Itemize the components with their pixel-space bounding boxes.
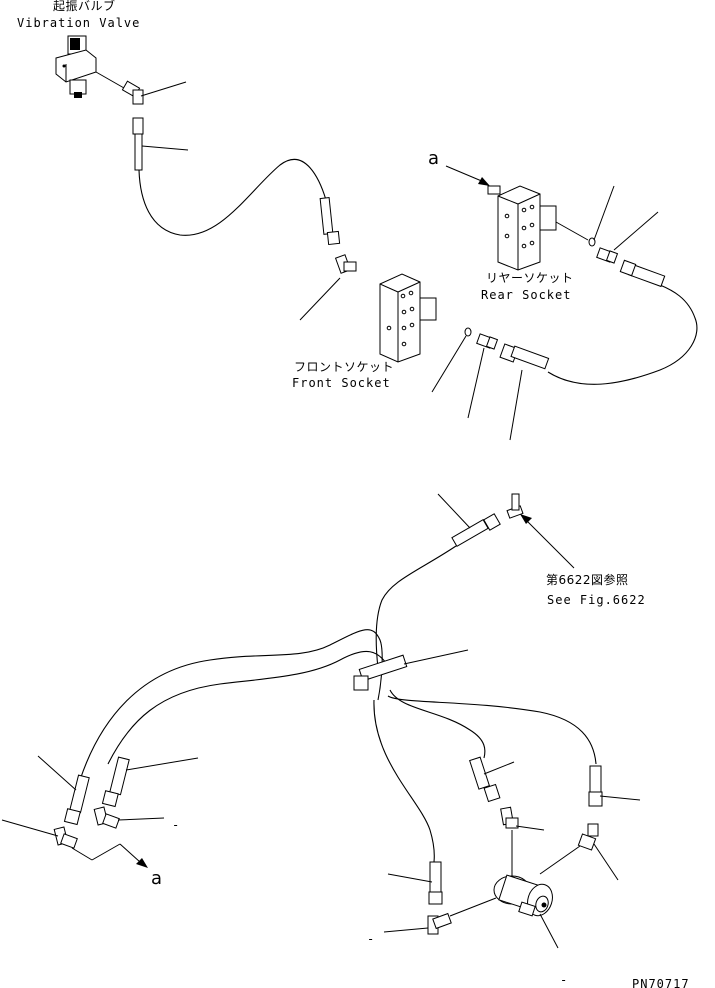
hose-valve-to-front xyxy=(132,117,341,246)
rear-socket-label-en: Rear Socket xyxy=(481,288,572,302)
hose-bundle-left xyxy=(79,629,389,781)
vibration-valve-label-jp: 起振バルブ xyxy=(53,0,116,13)
hose-upper-right xyxy=(375,493,501,669)
rear-socket xyxy=(487,185,589,271)
elbow-motor-top xyxy=(500,806,545,876)
hose-end-middle xyxy=(469,756,515,803)
elbow-front-socket xyxy=(299,254,357,321)
rear-oring-adapter xyxy=(588,185,659,264)
elbow-right xyxy=(539,823,619,881)
hose-end-right xyxy=(588,765,641,807)
hose-clamp xyxy=(353,649,469,691)
elbow-left-2 xyxy=(93,806,165,829)
hose-end-bottom xyxy=(387,861,443,905)
view-a-label-bottom: a xyxy=(151,868,163,889)
elbow-left-1 xyxy=(1,819,78,849)
tee-fitting-fig6622 xyxy=(506,493,575,569)
vibration-valve-label-en: Vibration Valve xyxy=(17,16,141,30)
elbow-bottom xyxy=(383,897,497,935)
hose-front-to-rear xyxy=(499,259,698,441)
see-fig-label-jp: 第6622図参照 xyxy=(546,573,629,587)
view-arrow-a-bottom xyxy=(71,843,148,868)
view-arrow-a-top xyxy=(445,165,490,186)
elbow-fitting-valve xyxy=(95,71,187,105)
front-socket-label-jp: フロントソケット xyxy=(294,360,395,374)
see-fig-label-en: See Fig.6622 xyxy=(547,593,646,607)
dash-label-1: - xyxy=(172,818,181,832)
vibration-motor xyxy=(493,874,559,949)
hose-end-left-1 xyxy=(37,755,90,826)
front-socket-label-en: Front Socket xyxy=(292,376,391,390)
dash-label-2: - xyxy=(367,932,376,946)
hose-clamp-to-motor xyxy=(373,689,597,863)
view-a-label-top: a xyxy=(428,148,440,169)
hose-end-left-2 xyxy=(101,756,199,808)
front-oring-adapter xyxy=(431,327,499,419)
vibration-valve xyxy=(55,35,97,98)
rear-socket-label-jp: リヤーソケット xyxy=(486,271,574,285)
dash-label-3: - xyxy=(560,973,569,987)
front-socket xyxy=(379,273,437,363)
drawing-number: PN70717 xyxy=(632,977,690,988)
